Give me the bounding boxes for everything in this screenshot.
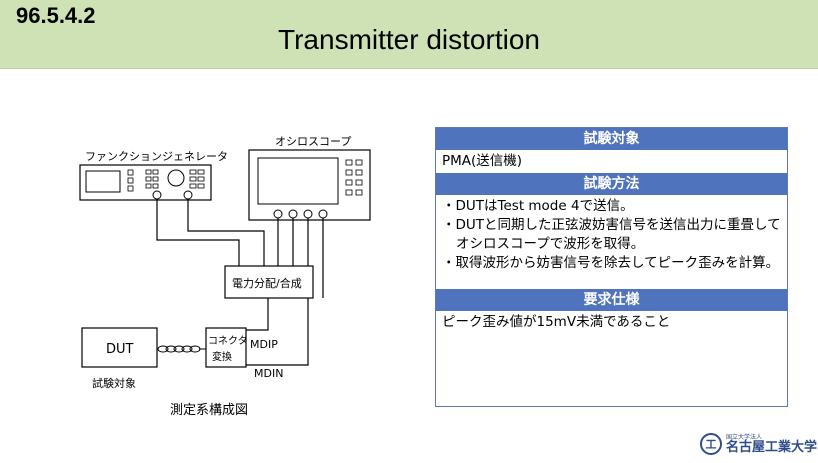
power-splitter-box [224,265,314,299]
mdin-label: MDIN [254,367,283,380]
oscilloscope-label: オシロスコープ [275,135,351,148]
logo-name: 名古屋工業大学 [726,439,818,455]
function-generator [79,164,212,201]
university-seal-icon: 工 [700,433,722,455]
method-item: ・DUTはTest mode 4で送信。 [442,198,634,214]
oscilloscope [248,149,371,221]
method-heading: 試験方法 [436,173,787,195]
method-item: ・取得波形から妨害信号を除去してピーク歪みを計算。 [442,255,780,271]
connector-converter-box [205,327,247,368]
method-item: ・DUTと同期した正弦波妨害信号を送信出力に重畳してオシロスコープで波形を取得。 [442,217,781,252]
diagram-caption: 測定系構成図 [170,403,248,418]
logo-small-text: 国立大学法人 [726,433,763,441]
dut-label: DUT [106,342,134,357]
twisted-pair-cable [157,345,206,353]
power-splitter-label: 電力分配/合成 [232,276,302,290]
test-info-panel: 試験対象 PMA(送信機) 試験方法 ・DUTはTest mode 4で送信。 … [435,127,788,407]
dut-box [81,327,158,368]
requirement-heading: 要求仕様 [436,289,787,311]
connector-label-line2: 変換 [212,350,232,363]
dut-caption: 試験対象 [92,376,136,390]
target-text: PMA(送信機) [442,153,523,169]
requirement-text: ピーク歪み値が15mV未満であること [442,314,671,330]
title-banner: 96.5.4.2 Transmitter distortion [0,0,818,69]
mdip-label: MDIP [250,338,278,351]
target-heading: 試験対象 [436,128,787,150]
function-generator-label: ファンクションジェネレータ [85,150,228,163]
slide-title: Transmitter distortion [278,24,540,55]
university-logo: 工 国立大学法人 名古屋工業大学 [700,432,817,456]
section-number: 96.5.4.2 [16,3,96,28]
method-list: ・DUTはTest mode 4で送信。 ・DUTと同期した正弦波妨害信号を送信… [436,195,787,275]
connector-label-line1: コネクタ [208,335,248,347]
